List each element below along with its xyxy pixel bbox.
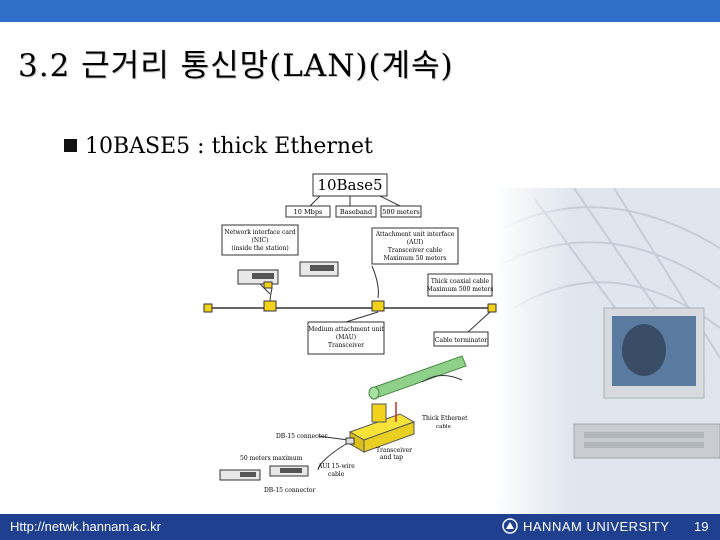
aui-15-wire-label-2: cable (328, 471, 345, 478)
db15-bottom-label: DB-15 connector (264, 487, 316, 494)
transceiver-tap-box (348, 402, 416, 453)
fifty-meters-label: 50 meters maximum (240, 455, 303, 462)
nic-label-3: (inside the station) (231, 245, 288, 252)
10base5-diagram: 10Base5 10 Mbps Baseband 500 meters Netw… (200, 170, 500, 500)
bullet-item: 10BASE5 : thick Ethernet (64, 134, 373, 159)
background-photo (494, 188, 720, 514)
nic-label-2: (NIC) (252, 237, 269, 244)
mau-right (371, 300, 385, 312)
spec-label-rate: 10 Mbps (294, 208, 323, 216)
page-number: 19 (694, 519, 709, 534)
mau-label-3: Transceiver (328, 342, 364, 349)
transceiver-tap-label-1: Transceiver (376, 447, 412, 454)
nic-label-1: Network interface card (224, 229, 295, 236)
coax-label-2: Maximum 500 meters (427, 286, 494, 293)
aui-15-wire-label-1: AUI 15-wire (317, 463, 355, 470)
bullet-square-icon (64, 139, 77, 152)
db15-top-label: DB-15 connector (276, 433, 328, 440)
aui-label-2: (AUI) (407, 239, 423, 246)
slide-title: 3.2 근거리 통신망(LAN)(계속) (18, 48, 454, 84)
top-bar (0, 0, 720, 22)
bullet-text: 10BASE5 : thick Ethernet (85, 134, 373, 159)
aui-label-1: Attachment unit interface (375, 231, 455, 238)
bottom-station-card (219, 465, 309, 481)
mau-label-2: (MAU) (336, 334, 356, 341)
transceiver-tap-label-2: and tap (380, 454, 403, 461)
footer-bar: Http://netwk.hannam.ac.kr HANNAM UNIVERS… (0, 514, 720, 540)
spec-label-length: 500 meters (382, 208, 419, 216)
terminator-left (203, 303, 213, 313)
terminator-right (487, 303, 497, 313)
coax-cylinder (368, 355, 467, 400)
thick-ethernet-label-2: cable (436, 424, 451, 430)
spec-label-signal: Baseband (340, 208, 372, 216)
footer-university: HANNAM UNIVERSITY (523, 519, 670, 534)
terminator-label: Cable terminator (435, 337, 487, 344)
aui-label-4: Maximum 50 meters (384, 255, 447, 262)
thick-ethernet-label-1: Thick Ethernet (422, 415, 468, 422)
footer-url: Http://netwk.hannam.ac.kr (10, 519, 162, 534)
mau-label-1: Medium attachment unit (308, 326, 384, 333)
station-computer (237, 261, 339, 285)
university-logo-icon (502, 518, 518, 534)
coax-label-1: Thick coaxial cable (431, 278, 490, 285)
mau-left (263, 300, 277, 312)
diagram-heading: 10Base5 (317, 176, 382, 194)
aui-label-3: Transceiver cable (388, 247, 443, 254)
